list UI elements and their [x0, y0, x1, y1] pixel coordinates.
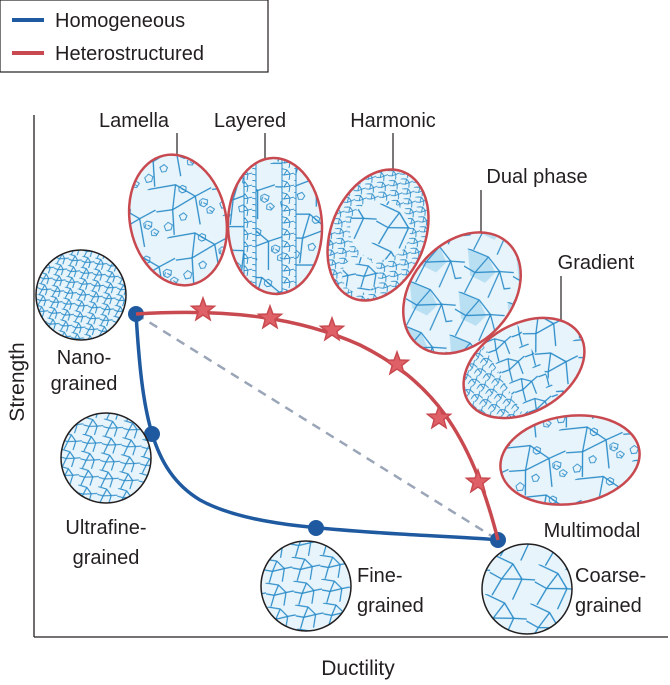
lamella-ellipse	[127, 153, 229, 287]
label-coarse-line1: Coarse-	[575, 565, 646, 587]
heterostructured-star-2	[256, 303, 284, 330]
heterostructured-microstructures	[127, 153, 641, 506]
homogeneous-point-fine	[308, 520, 324, 536]
dual-phase-ellipse	[402, 231, 522, 355]
x-axis-label: Ductility	[321, 657, 395, 680]
tradeoff-dashed-line	[135, 312, 499, 542]
leader-lines	[176, 133, 562, 320]
ultrafine-grained-circle	[60, 412, 152, 504]
legend-heterostructured-label: Heterostructured	[55, 43, 204, 65]
label-fine-line1: Fine-	[357, 565, 403, 587]
label-ultrafine-line1: Ultrafine-	[65, 517, 146, 539]
homogeneous-labels: Nano- grained Ultrafine- grained Fine- g…	[51, 347, 647, 617]
harmonic-ellipse	[326, 168, 430, 302]
label-nano-line1: Nano-	[57, 347, 111, 369]
homogeneous-point-ultrafine	[144, 426, 160, 442]
legend: Homogeneous Heterostructured	[0, 0, 269, 73]
heterostructured-star-4	[383, 349, 411, 376]
label-dual-phase: Dual phase	[486, 166, 587, 188]
heterostructured-labels: Lamella Layered Harmonic Dual phase Grad…	[99, 110, 640, 542]
heterostructured-curve	[135, 310, 500, 541]
heterostructured-star-6	[464, 467, 492, 494]
multimodal-ellipse	[499, 414, 641, 506]
heterostructured-star-5	[425, 403, 453, 430]
label-nano-line2: grained	[51, 373, 118, 395]
label-ultrafine-line2: grained	[73, 547, 140, 569]
label-lamella: Lamella	[99, 110, 170, 132]
homogeneous-curve	[134, 313, 499, 542]
coarse-grained-circle	[481, 543, 573, 635]
legend-box	[0, 0, 269, 73]
label-harmonic: Harmonic	[350, 110, 436, 132]
label-layered: Layered	[214, 110, 286, 132]
heterostructured-star-3	[318, 315, 346, 342]
homogeneous-microstructures	[35, 249, 573, 635]
label-multimodal: Multimodal	[544, 520, 641, 542]
label-fine-line2: grained	[357, 595, 424, 617]
heterostructured-stars	[189, 295, 492, 494]
label-gradient: Gradient	[558, 252, 635, 274]
label-coarse-line2: grained	[575, 595, 642, 617]
nano-grained-circle	[35, 249, 127, 341]
legend-homogeneous-label: Homogeneous	[55, 10, 185, 32]
layered-ellipse	[226, 156, 324, 296]
axes: Ductility Strength	[6, 115, 668, 680]
fine-grained-circle	[260, 540, 352, 632]
y-axis-label: Strength	[6, 342, 29, 421]
heterostructured-star-1	[189, 295, 217, 322]
